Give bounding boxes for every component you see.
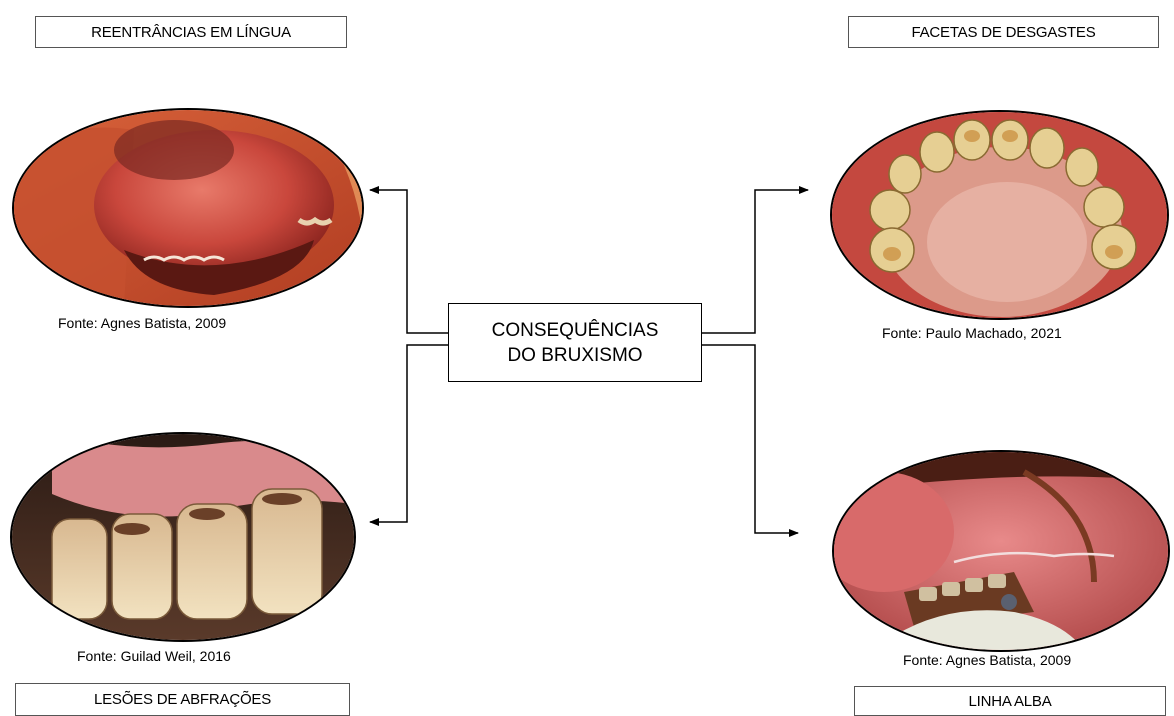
caption-linea-alba-source: Fonte: Agnes Batista, 2009 (903, 652, 1071, 668)
arrow-to-tongue (370, 190, 448, 333)
caption-facets-source: Fonte: Paulo Machado, 2021 (882, 325, 1062, 341)
worn-teeth-facets-photo (830, 110, 1169, 320)
center-title-line1: CONSEQUÊNCIAS (492, 318, 659, 343)
caption-abfraction-source: Fonte: Guilad Weil, 2016 (77, 648, 231, 664)
arrow-to-facets (702, 190, 808, 333)
label-abfraction-lesions: LESÕES DE ABFRAÇÕES (15, 683, 350, 716)
arrow-to-linea-alba (702, 345, 798, 533)
tongue-indentation-photo (12, 108, 364, 308)
linea-alba-photo (832, 450, 1170, 652)
arrow-to-abfraction (370, 345, 448, 522)
center-title-line2: DO BRUXISMO (507, 343, 642, 368)
abfraction-lesions-photo (10, 432, 356, 642)
label-tongue-indentation: REENTRÂNCIAS EM LÍNGUA (35, 16, 347, 48)
caption-tongue-source: Fonte: Agnes Batista, 2009 (58, 315, 226, 331)
label-wear-facets: FACETAS DE DESGASTES (848, 16, 1159, 48)
center-topic-box: CONSEQUÊNCIAS DO BRUXISMO (448, 303, 702, 382)
label-linea-alba: LINHA ALBA (854, 686, 1166, 716)
